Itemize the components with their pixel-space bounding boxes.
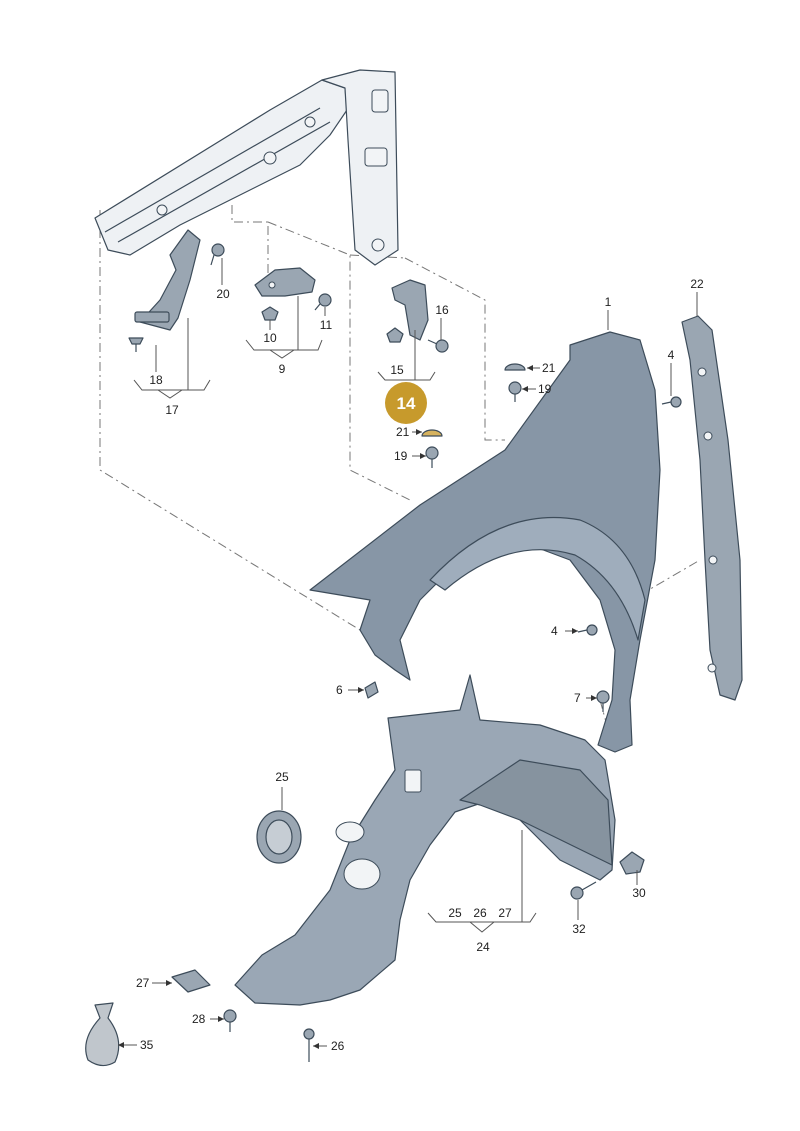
callout-30[interactable]: 30 <box>632 886 646 900</box>
leader-lines <box>118 258 698 1047</box>
bolt-11 <box>314 293 332 311</box>
bracket-14 <box>391 279 429 341</box>
nut-10 <box>261 306 279 321</box>
callout-24-group-25[interactable]: 25 <box>448 906 462 920</box>
clip-27 <box>171 969 211 993</box>
callout-19-lower[interactable]: 19 <box>394 449 408 463</box>
bolt-19-upper <box>508 381 522 402</box>
callout-14: 14 <box>397 394 416 413</box>
bracket-9 <box>254 267 316 297</box>
bolt-28 <box>223 1009 237 1032</box>
highlight-badge-14[interactable]: 14 <box>385 382 427 424</box>
callout-labels: 1 22 4 21 19 16 20 10 11 9 18 17 15 21 1… <box>136 277 704 1053</box>
callout-21-lower[interactable]: 21 <box>396 425 410 439</box>
callout-9[interactable]: 9 <box>279 362 286 376</box>
callout-22[interactable]: 22 <box>690 277 704 291</box>
callout-19-upper[interactable]: 19 <box>538 382 552 396</box>
clip-6 <box>364 681 379 699</box>
callout-35[interactable]: 35 <box>140 1038 154 1052</box>
cap-25 <box>256 810 302 864</box>
bolt-32 <box>570 881 597 900</box>
callout-4-upper[interactable]: 4 <box>668 348 675 362</box>
callout-21-upper[interactable]: 21 <box>542 361 556 375</box>
callout-1[interactable]: 1 <box>605 295 612 309</box>
bolt-20 <box>210 243 225 266</box>
callout-15[interactable]: 15 <box>390 363 404 377</box>
callout-25[interactable]: 25 <box>275 770 289 784</box>
clip-21-upper <box>504 363 526 371</box>
bag-35 <box>85 1002 120 1067</box>
nut-30 <box>619 851 645 875</box>
callout-32[interactable]: 32 <box>572 922 586 936</box>
clip-18 <box>128 337 144 352</box>
wheel-housing-liner-24 <box>234 674 616 1006</box>
clip-21-lower <box>421 429 443 437</box>
body-frame-structure <box>94 69 399 266</box>
callout-20[interactable]: 20 <box>216 287 230 301</box>
callout-24-group-26[interactable]: 26 <box>473 906 487 920</box>
bolt-7 <box>596 690 610 712</box>
callout-26[interactable]: 26 <box>331 1039 345 1053</box>
callout-7[interactable]: 7 <box>574 691 581 705</box>
callout-24[interactable]: 24 <box>476 940 490 954</box>
bolt-16 <box>427 339 449 353</box>
callout-17[interactable]: 17 <box>165 403 179 417</box>
callout-11[interactable]: 11 <box>320 318 333 332</box>
callout-6[interactable]: 6 <box>336 683 343 697</box>
front-fender-1 <box>309 331 661 753</box>
bolt-4-upper <box>661 396 682 408</box>
reference-lines <box>99 205 701 723</box>
rivet-26 <box>303 1028 315 1062</box>
bracket-17 <box>134 229 201 331</box>
callout-4-lower[interactable]: 4 <box>551 624 558 638</box>
nut-15 <box>386 327 404 343</box>
callout-10[interactable]: 10 <box>263 331 277 345</box>
seal-strip-22 <box>681 315 743 701</box>
leader-arrowheads <box>118 365 597 1049</box>
callout-24-group-27[interactable]: 27 <box>498 906 512 920</box>
bolt-4-lower <box>577 624 598 636</box>
callout-27[interactable]: 27 <box>136 976 150 990</box>
callout-18[interactable]: 18 <box>149 373 163 387</box>
callout-16[interactable]: 16 <box>435 303 449 317</box>
callout-28[interactable]: 28 <box>192 1012 206 1026</box>
bolt-19-lower <box>425 446 439 468</box>
